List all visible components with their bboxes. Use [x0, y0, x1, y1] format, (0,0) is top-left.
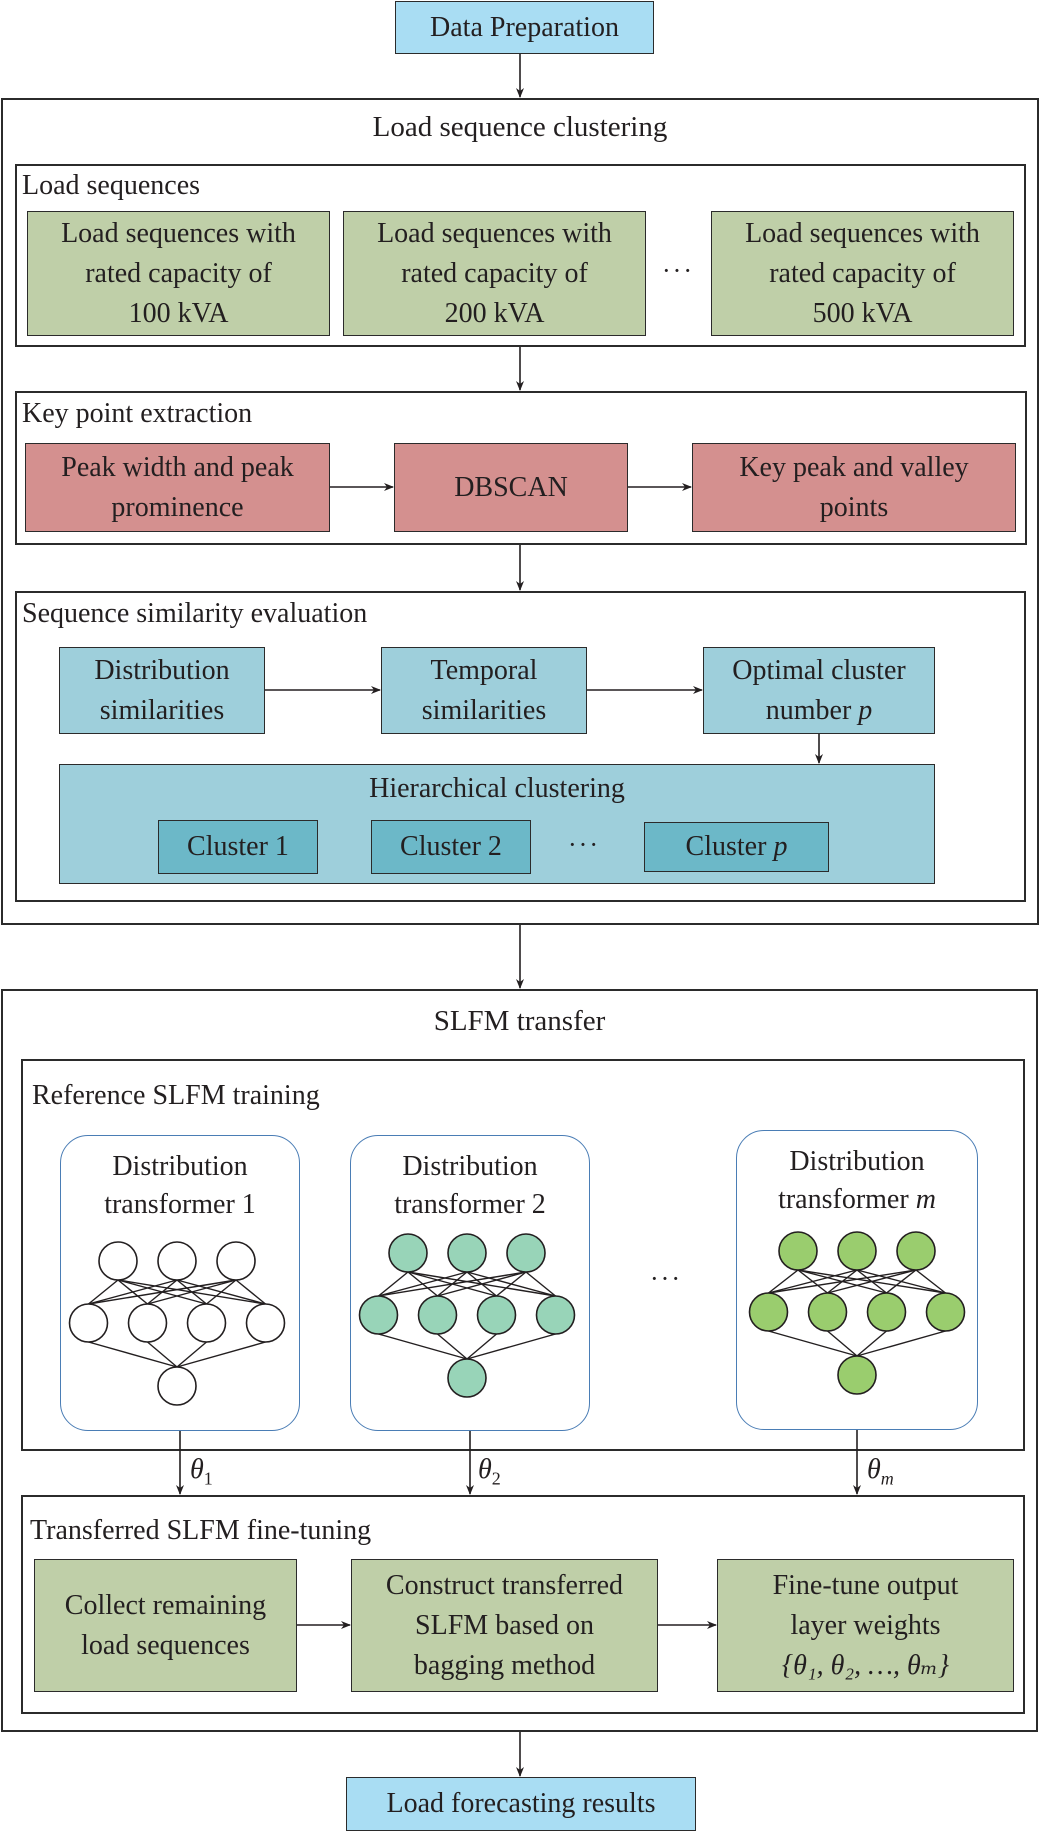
construct-transferred-step: Construct transferred SLFM based on bagg…	[351, 1559, 658, 1692]
load-sequences-label: Load sequences	[22, 170, 201, 201]
line: Load sequences with	[377, 217, 612, 249]
line: DBSCAN	[454, 471, 568, 503]
optimal-cluster-number-step: Optimal cluster number p	[703, 647, 935, 734]
line: Fine-tune output	[772, 1569, 959, 1601]
load-sequences-100kva: Load sequences with rated capacity of 10…	[27, 211, 330, 336]
card-title: Distribution transformer 1	[61, 1148, 299, 1224]
line: rated capacity of	[769, 257, 956, 289]
line: transformer m	[737, 1181, 977, 1219]
load-sequences-200kva: Load sequences with rated capacity of 20…	[343, 211, 646, 336]
transformer-card-m: Distribution transformer m	[736, 1130, 978, 1430]
theta-2-label: θ2	[478, 1454, 501, 1490]
line: Peak width and peak	[61, 451, 294, 483]
hierarchical-clustering-label: Hierarchical clustering	[369, 773, 625, 804]
line: bagging method	[413, 1649, 596, 1681]
load-sequence-clustering-title: Load sequence clustering	[372, 111, 668, 143]
reference-slfm-training-label: Reference SLFM training	[32, 1080, 320, 1111]
line: Construct transferred	[385, 1569, 624, 1601]
subscript: 2	[491, 1468, 501, 1489]
theta-symbol: θ	[190, 1454, 204, 1485]
subscript: 1	[203, 1468, 213, 1489]
slfm-transfer-title: SLFM transfer	[433, 1005, 606, 1037]
line: Optimal cluster	[732, 654, 906, 686]
cluster-label: Cluster 2	[400, 831, 502, 862]
line: transformer 1	[104, 1189, 256, 1220]
line: similarities	[421, 694, 547, 726]
cluster-p: Cluster p	[644, 822, 829, 872]
clusters-ellipsis: ···	[568, 830, 600, 859]
weights-formula: {θ₁, θ₂, …, θₘ}	[781, 1649, 950, 1681]
fine-tuning-label: Transferred SLFM fine-tuning	[30, 1515, 372, 1546]
line: 100 kVA	[128, 297, 229, 329]
line: number p	[766, 691, 873, 731]
card-title: Distribution transformer m	[737, 1143, 977, 1219]
load-sequences-ellipsis: ···	[662, 256, 694, 285]
line: 500 kVA	[812, 297, 913, 329]
transformers-ellipsis: ···	[650, 1264, 682, 1293]
subscript: m	[880, 1468, 894, 1489]
data-preparation-node: Data Preparation	[395, 1, 654, 54]
cluster-1: Cluster 1	[158, 820, 318, 874]
line: Distribution	[789, 1146, 925, 1177]
peak-width-prominence-step: Peak width and peak prominence	[25, 443, 330, 532]
load-sequences-500kva: Load sequences with rated capacity of 50…	[711, 211, 1014, 336]
variable-p: p	[773, 831, 788, 862]
line: layer weights	[790, 1609, 941, 1641]
line: Distribution	[402, 1151, 538, 1182]
line: 200 kVA	[444, 297, 545, 329]
transformer-card-1: Distribution transformer 1	[60, 1135, 300, 1431]
load-forecasting-results-node: Load forecasting results	[346, 1777, 696, 1831]
variable-m: m	[915, 1184, 936, 1215]
text: Cluster	[685, 831, 767, 862]
line: Distribution	[94, 654, 230, 686]
line: Key peak and valley	[739, 451, 969, 483]
cluster-label: Cluster 1	[187, 831, 289, 862]
line: transformer 2	[394, 1189, 546, 1220]
text: number	[765, 694, 852, 726]
distribution-similarities-step: Distribution similarities	[59, 647, 265, 734]
theta-m-label: θm	[867, 1454, 894, 1490]
temporal-similarities-step: Temporal similarities	[381, 647, 587, 734]
line: prominence	[111, 491, 244, 523]
collect-remaining-step: Collect remaining load sequences	[34, 1559, 297, 1692]
line: rated capacity of	[85, 257, 272, 289]
key-point-extraction-label: Key point extraction	[22, 398, 253, 429]
load-forecasting-results-label: Load forecasting results	[386, 1788, 656, 1819]
theta-1-label: θ1	[190, 1454, 213, 1490]
dbscan-step: DBSCAN	[394, 443, 628, 532]
card-title: Distribution transformer 2	[351, 1148, 589, 1224]
line: rated capacity of	[401, 257, 588, 289]
line: load sequences	[81, 1629, 250, 1661]
line: Distribution	[112, 1151, 248, 1182]
theta-symbol: θ	[478, 1454, 492, 1485]
line: Collect remaining	[64, 1589, 267, 1621]
sequence-similarity-label: Sequence similarity evaluation	[22, 598, 368, 629]
line: Load sequences with	[61, 217, 296, 249]
line: similarities	[99, 694, 225, 726]
fine-tune-weights-step: Fine-tune output layer weights {θ₁, θ₂, …	[717, 1559, 1014, 1692]
variable-p: p	[858, 694, 873, 726]
cluster-label: Cluster p	[686, 827, 788, 867]
line: points	[819, 491, 889, 523]
line: SLFM based on	[415, 1609, 594, 1641]
key-peak-valley-step: Key peak and valley points	[692, 443, 1016, 532]
cluster-2: Cluster 2	[371, 820, 531, 874]
transformer-card-2: Distribution transformer 2	[350, 1135, 590, 1431]
theta-symbol: θ	[867, 1454, 881, 1485]
text: transformer	[778, 1184, 909, 1215]
data-preparation-label: Data Preparation	[430, 11, 619, 43]
line: Load sequences with	[745, 217, 980, 249]
line: Temporal	[430, 654, 538, 686]
